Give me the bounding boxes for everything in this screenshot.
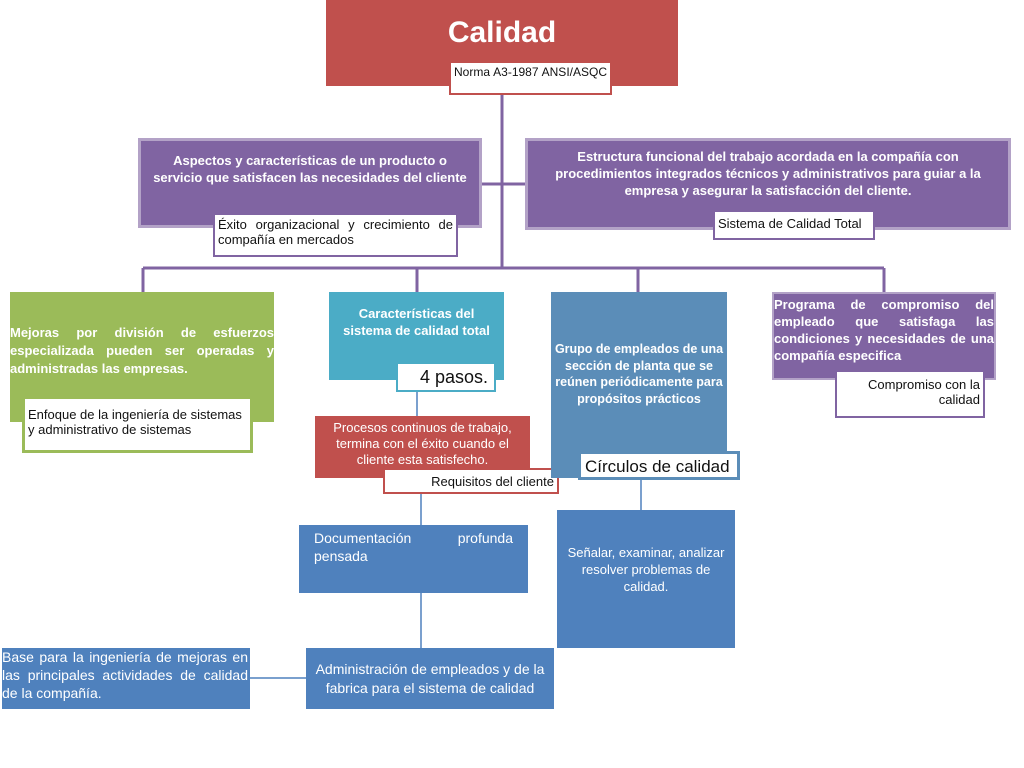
- left-definition-note: Éxito organizacional y crecimiento de co…: [213, 215, 458, 257]
- step-processes-box: Procesos continuos de trabajo, termina c…: [315, 416, 530, 478]
- branch-program-note: Compromiso con la calidad: [835, 372, 985, 418]
- branch-teal-note: 4 pasos.: [396, 364, 496, 392]
- step-administration-box: Administración de empleados y de la fabr…: [306, 648, 554, 709]
- right-definition-note: Sistema de Calidad Total: [713, 212, 875, 240]
- step-documentation-box: Documentación profunda pensada: [299, 525, 528, 593]
- branch-circles-box: Grupo de empleados de una sección de pla…: [551, 292, 727, 478]
- circles-detail-box: Señalar, examinar, analizar resolver pro…: [557, 510, 735, 648]
- branch-program-box: Programa de compromiso del empleado que …: [772, 292, 996, 380]
- branch-circles-note: Círculos de calidad: [578, 451, 740, 480]
- root-title: Calidad: [447, 16, 557, 49]
- step-base-box: Base para la ingeniería de mejoras en la…: [2, 648, 250, 709]
- root-note: Norma A3-1987 ANSI/ASQC: [449, 63, 612, 95]
- branch-green-note: Enfoque de la ingeniería de sistemas y a…: [22, 399, 253, 453]
- step-processes-note: Requisitos del cliente: [383, 468, 559, 494]
